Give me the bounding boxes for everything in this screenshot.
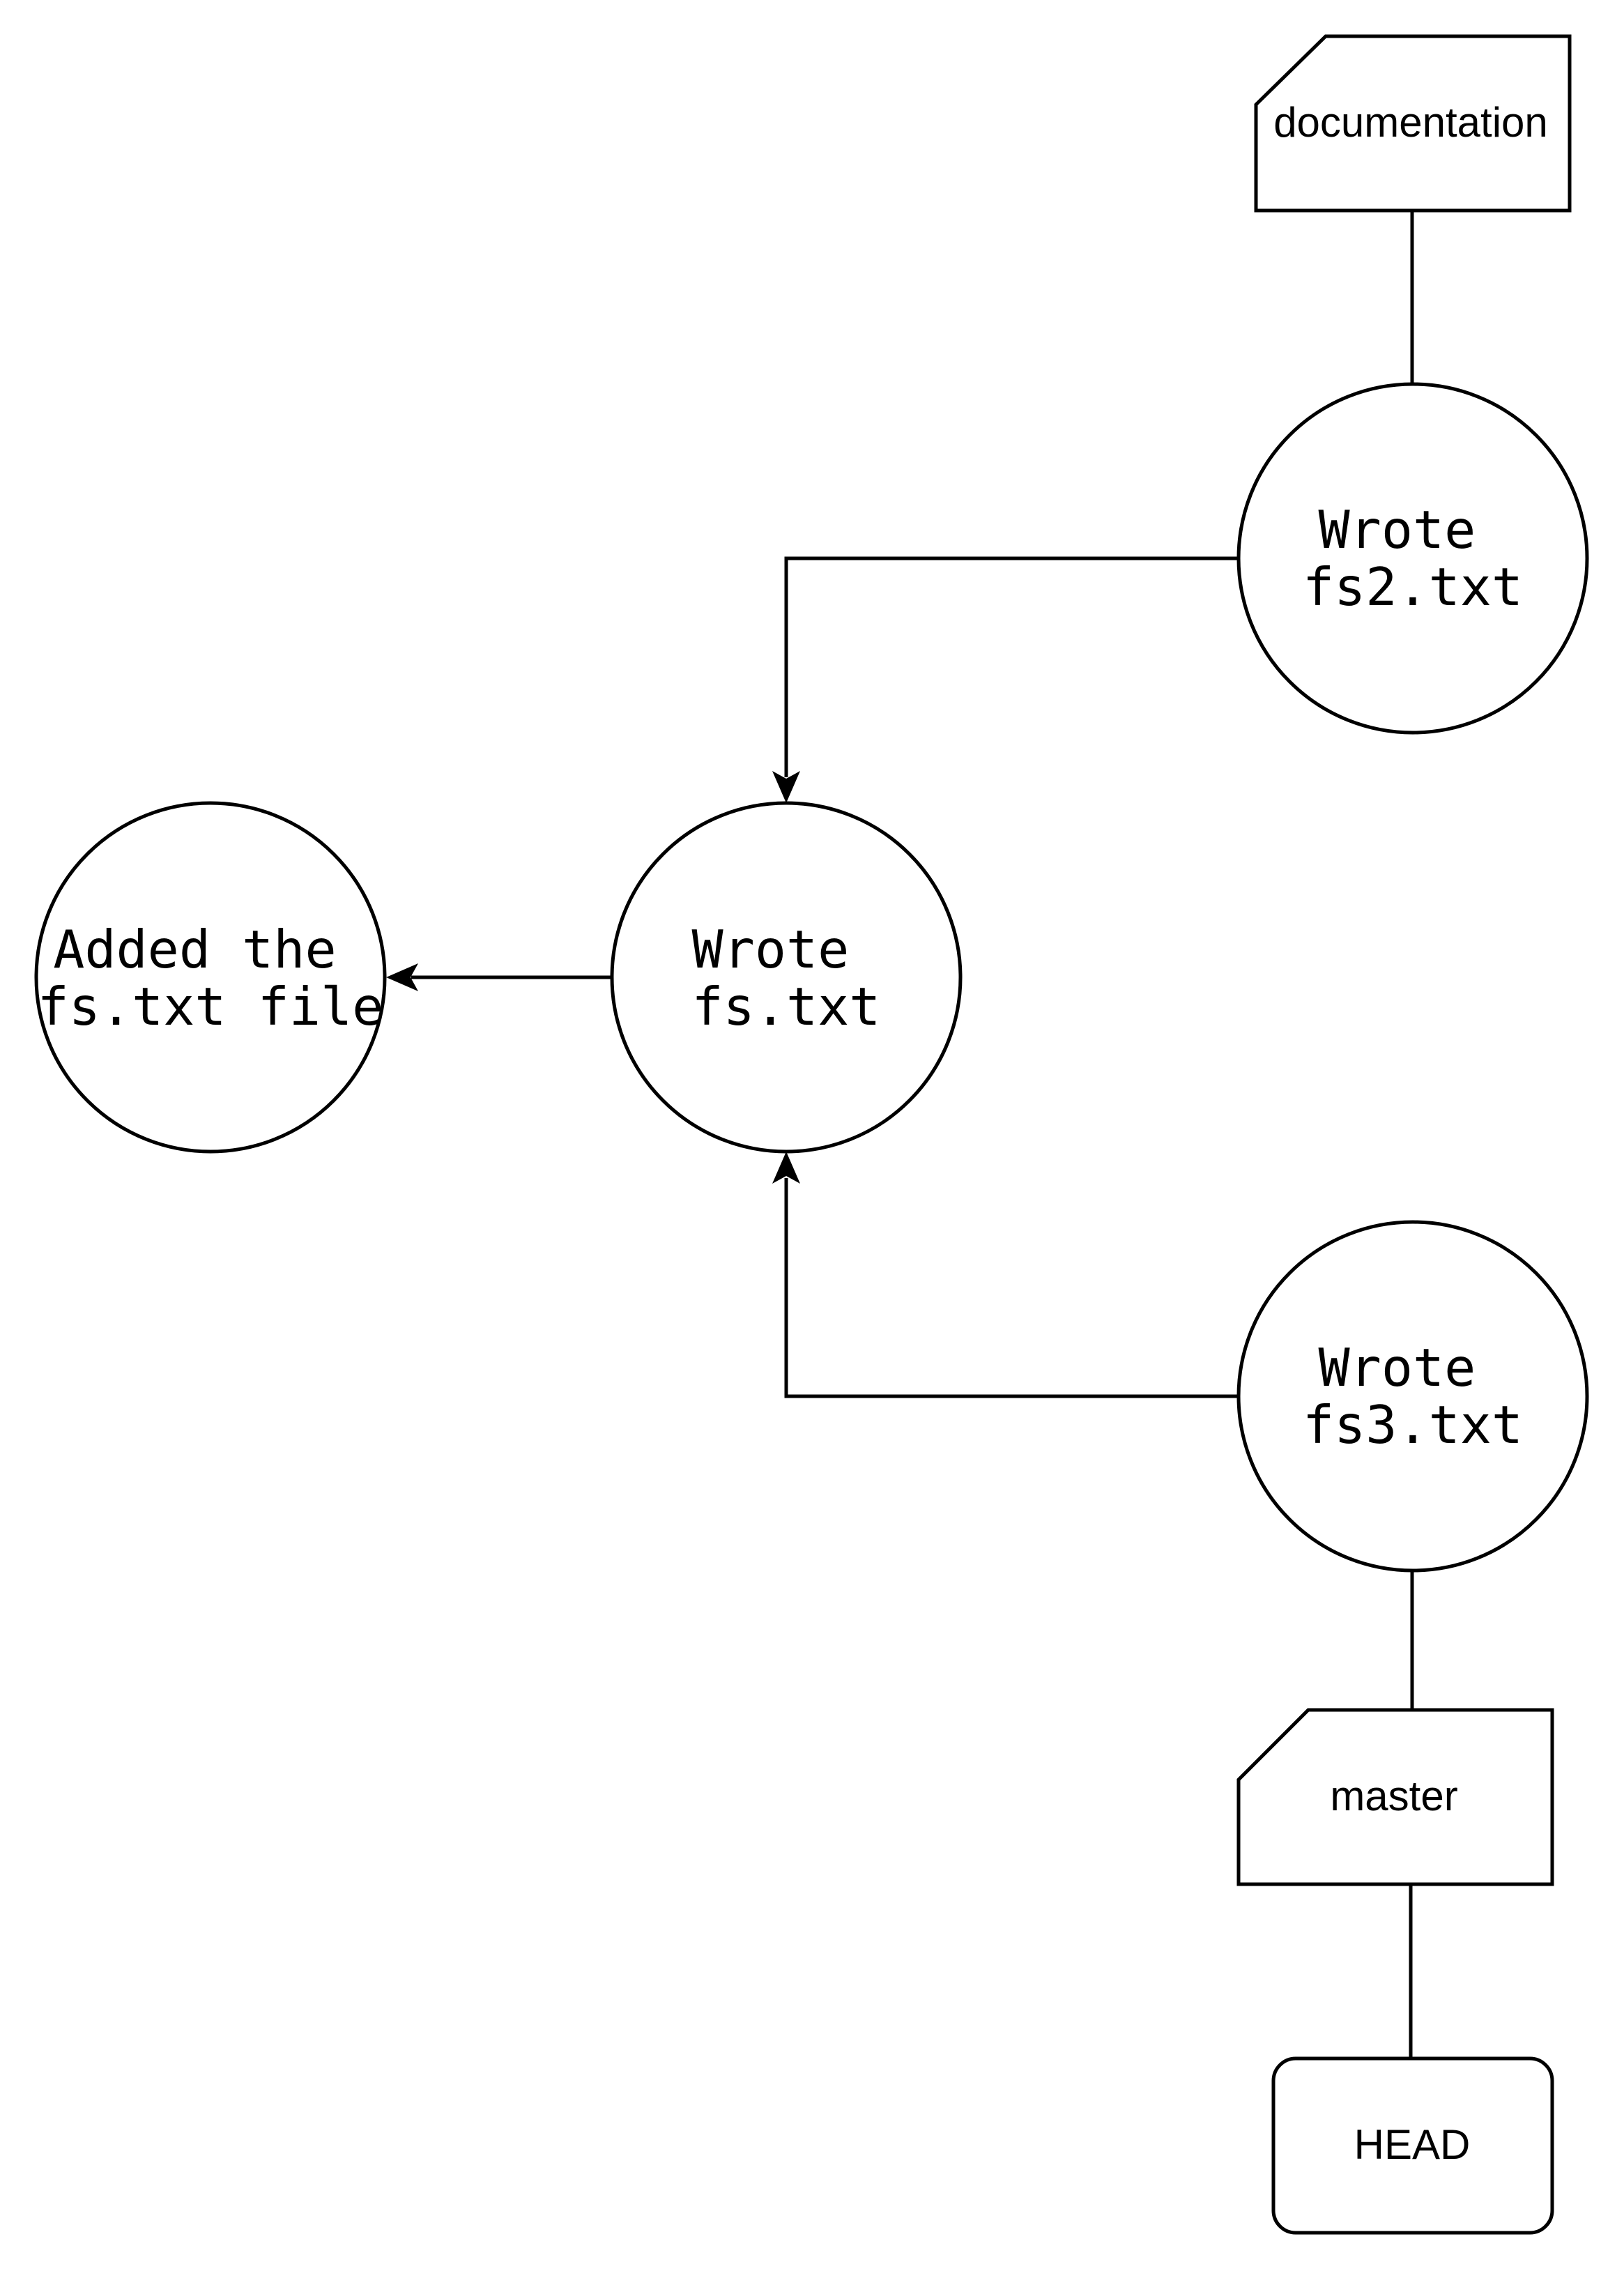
commit-wrote-fs2-line2: fs2.txt	[1303, 556, 1523, 618]
commit-added-arrowhead	[386, 963, 418, 991]
branch-documentation[interactable]: documentation	[1254, 34, 1572, 213]
commit-wrote-fs-line2: fs.txt	[692, 976, 881, 1037]
commit-wrote-fs3-line2: fs3.txt	[1303, 1394, 1523, 1456]
commit-wrote-fs2[interactable]: Wrote fs2.txt	[1236, 382, 1589, 735]
commit-fs-top-arrowhead	[772, 771, 800, 803]
head-box	[1271, 2056, 1554, 2235]
commit-wrote-fs2-label: Wrote fs2.txt	[1303, 499, 1523, 618]
commit-fs-bottom-arrowhead	[772, 1152, 800, 1184]
commit-wrote-fs2-line1: Wrote	[1319, 499, 1476, 560]
commit-fs3-to-commit-fs-edge	[784, 1178, 1239, 1398]
commit-wrote-fs3-circle	[1236, 1220, 1589, 1573]
branch-master-label: master	[1330, 1773, 1457, 1819]
commit-fs2-to-commit-fs-edge	[784, 556, 1239, 777]
commit-added-fs-line2: fs.txt file	[38, 976, 384, 1037]
commit-wrote-fs-label: Wrote fs.txt	[692, 919, 881, 1037]
head-pointer[interactable]: HEAD	[1271, 2056, 1554, 2235]
branch-documentation-label: documentation	[1273, 99, 1548, 146]
commit-added-fs-label: Added the fs.txt file	[38, 919, 384, 1037]
commit-added-fs[interactable]: Added the fs.txt file	[34, 801, 387, 1154]
commit-wrote-fs2-circle	[1236, 382, 1589, 735]
commit-wrote-fs[interactable]: Wrote fs.txt	[610, 801, 963, 1154]
branch-master[interactable]: master	[1236, 1708, 1554, 1886]
commit-wrote-fs3[interactable]: Wrote fs3.txt	[1236, 1220, 1589, 1573]
commit-wrote-fs3-line1: Wrote	[1319, 1337, 1476, 1398]
commit-added-fs-line1: Added the	[53, 919, 336, 980]
commit-wrote-fs3-label: Wrote fs3.txt	[1303, 1337, 1523, 1456]
commit-added-fs-circle	[34, 801, 387, 1154]
head-label: HEAD	[1354, 2121, 1471, 2168]
branch-master-tag	[1236, 1708, 1554, 1886]
branch-documentation-tag	[1254, 34, 1572, 213]
commit-wrote-fs-line1: Wrote	[692, 919, 850, 980]
commit-wrote-fs-circle	[610, 801, 963, 1154]
